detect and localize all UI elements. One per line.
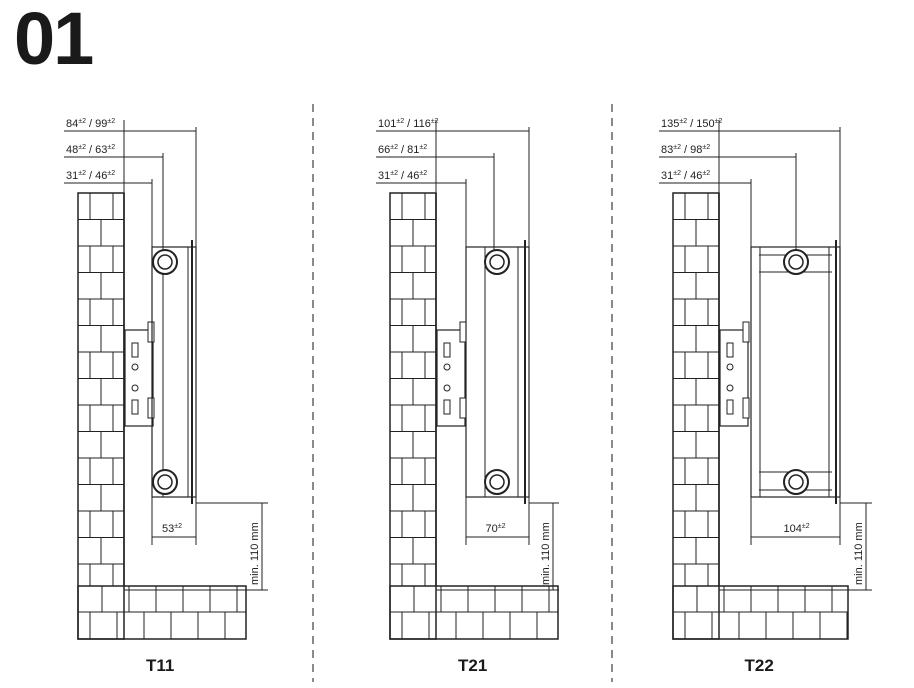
pipe-connection-inner (489, 474, 505, 490)
panel-t21: 101±2 / 116±2 66±2 / 81±2 31±2 / 46±2 70±2 m… (376, 118, 559, 675)
panel-caption: T21 (458, 656, 487, 675)
pipe-connection (783, 249, 809, 275)
dimension-label: 31±2 / 46±2 (378, 170, 427, 182)
bracket-hole (726, 384, 734, 392)
top-dimensions: 101±2 / 116±2 66±2 / 81±2 31±2 / 46±2 (376, 118, 530, 497)
wall-outline (389, 192, 437, 640)
pipe-connection-inner (788, 254, 804, 270)
bottom-dimension: 104±2 (750, 497, 841, 545)
wall-outline (672, 192, 720, 640)
pipe-connection (484, 469, 510, 495)
bracket-hook (147, 397, 155, 419)
pipe-connection-inner (788, 474, 804, 490)
bracket-hook (147, 321, 155, 343)
brick-wall (389, 192, 559, 640)
wall-bracket (719, 321, 750, 427)
bracket-slot (443, 399, 451, 415)
pipe-connection-inner (157, 254, 173, 270)
pipe-connection (484, 249, 510, 275)
bracket-hook (459, 321, 467, 343)
radiator-outline (151, 246, 197, 498)
bracket-plate (719, 329, 749, 427)
bracket-hook (742, 397, 750, 419)
floor-clearance: min. 110 mm (436, 502, 559, 591)
bracket-slot (726, 342, 734, 358)
dimension-label: 84±2 / 99±2 (66, 118, 115, 130)
top-dimensions: 135±2 / 150±2 83±2 / 98±2 31±2 / 46±2 (659, 118, 841, 497)
pipe-connection (152, 469, 178, 495)
floor-clearance: min. 110 mm (719, 502, 872, 591)
dimension-label: 83±2 / 98±2 (661, 144, 710, 156)
page-title: 01 (14, 0, 94, 80)
bottom-dimension-label: 104±2 (784, 523, 810, 535)
wall-bracket (436, 321, 467, 427)
bracket-hole (443, 384, 451, 392)
floor-clearance: min. 110 mm (124, 502, 268, 591)
pipe-connection-inner (489, 254, 505, 270)
dimension-label: 48±2 / 63±2 (66, 144, 115, 156)
bracket-hole (726, 363, 734, 371)
radiator-body (750, 240, 841, 504)
brick-wall (672, 192, 849, 640)
top-dimensions: 84±2 / 99±2 48±2 / 63±2 31±2 / 46±2 (64, 118, 197, 497)
bracket-slot (131, 342, 139, 358)
radiator-body (151, 240, 197, 504)
bracket-hole (443, 363, 451, 371)
radiator-outline (750, 246, 841, 498)
dimension-label: 31±2 / 46±2 (661, 170, 710, 182)
bracket-slot (131, 399, 139, 415)
dimension-label: 66±2 / 81±2 (378, 144, 427, 156)
dimension-label: 135±2 / 150±2 (661, 118, 722, 130)
wall-bracket (124, 321, 155, 427)
floor-clearance-label: min. 110 mm (249, 522, 261, 585)
dimension-label: 31±2 / 46±2 (66, 170, 115, 182)
wall-outline (77, 192, 125, 640)
bracket-slot (726, 399, 734, 415)
pipe-connection (152, 249, 178, 275)
bracket-hook (742, 321, 750, 343)
floor-clearance-label: min. 110 mm (853, 522, 865, 585)
bottom-dimension: 53±2 (151, 497, 197, 545)
bottom-dimension: 70±2 (465, 497, 530, 545)
bracket-hook (459, 397, 467, 419)
radiator-body (465, 240, 530, 504)
floor-clearance-label: min. 110 mm (540, 522, 552, 585)
panel-t22: 135±2 / 150±2 83±2 / 98±2 31±2 / 46±2 104±2… (659, 118, 872, 675)
bracket-slot (443, 342, 451, 358)
pipe-connection (783, 469, 809, 495)
radiator-outline (465, 246, 530, 498)
panel-caption: T22 (745, 656, 774, 675)
panel-t11: 84±2 / 99±2 48±2 / 63±2 31±2 / 46±2 53±2 min… (64, 118, 268, 675)
dimension-label: 101±2 / 116±2 (378, 118, 439, 130)
pipe-connection-inner (157, 474, 173, 490)
brick-wall (77, 192, 247, 640)
bottom-dimension-label: 70±2 (486, 523, 506, 535)
bracket-hole (131, 384, 139, 392)
bracket-hole (131, 363, 139, 371)
bottom-dimension-label: 53±2 (162, 523, 182, 535)
panel-caption: T11 (146, 656, 174, 675)
